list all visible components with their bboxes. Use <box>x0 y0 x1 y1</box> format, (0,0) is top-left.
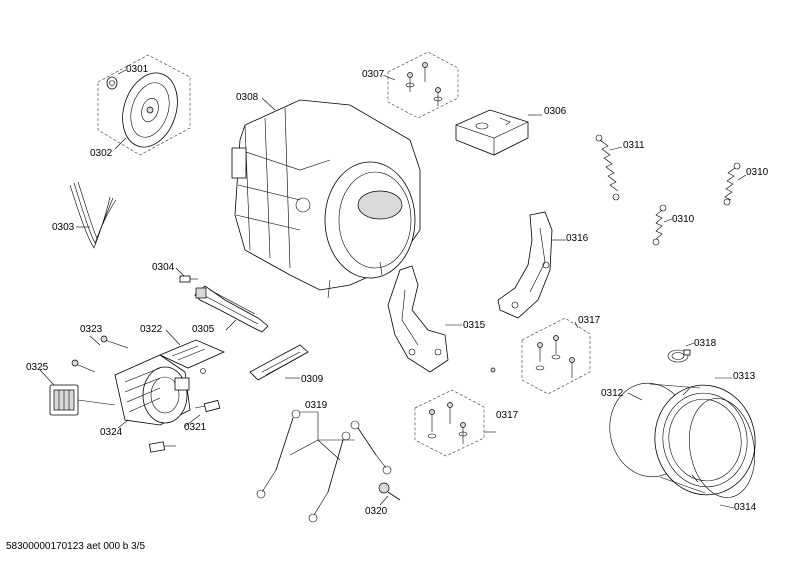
fastener-group-bottom <box>414 389 485 457</box>
label-0303: 0303 <box>52 222 75 233</box>
drive-belt <box>69 181 117 249</box>
drum-tub <box>231 99 421 299</box>
shock-absorber-2 <box>308 431 351 523</box>
label-0301: 0301 <box>126 64 149 75</box>
heating-element <box>194 285 269 333</box>
shock-absorber-3 <box>350 420 392 475</box>
label-0309: 0309 <box>301 374 324 385</box>
label-0312: 0312 <box>601 388 624 399</box>
spring-0311 <box>595 134 620 201</box>
spring-0310-right <box>723 162 741 206</box>
bracket-0316 <box>497 211 553 319</box>
screws-0323 <box>71 335 129 373</box>
label-0319: 0319 <box>305 400 328 411</box>
label-sheet <box>159 339 225 374</box>
door-seal <box>609 382 756 498</box>
bolt-0320 <box>378 482 401 501</box>
label-0304: 0304 <box>152 262 175 273</box>
label-0317-bottom: 0317 <box>496 410 519 421</box>
clamp-0318 <box>667 349 691 363</box>
label-0306: 0306 <box>544 106 567 117</box>
label-0316: 0316 <box>566 233 589 244</box>
footer-document-id: 58300000170123 aet 000 b 3/5 <box>6 541 146 552</box>
spring-0310-left <box>652 204 667 246</box>
shock-absorber-1 <box>256 409 301 499</box>
pressure-strip <box>249 344 309 381</box>
label-0324: 0324 <box>100 427 123 438</box>
small-parts-0321 <box>148 399 221 453</box>
label-0321: 0321 <box>184 422 207 433</box>
label-0323: 0323 <box>80 324 103 335</box>
screw-0304 <box>179 275 198 283</box>
label-0310-left: 0310 <box>672 214 695 225</box>
fastener-group-top <box>387 51 459 119</box>
label-0305: 0305 <box>192 324 215 335</box>
label-0314: 0314 <box>734 502 757 513</box>
label-0313: 0313 <box>733 371 756 382</box>
label-0322: 0322 <box>140 324 163 335</box>
label-0307: 0307 <box>362 69 385 80</box>
label-0310-right: 0310 <box>746 167 769 178</box>
label-0302: 0302 <box>90 148 113 159</box>
pulley-group <box>97 54 191 156</box>
connector-0325 <box>49 384 79 416</box>
label-0317-right: 0317 <box>578 315 601 326</box>
label-0308: 0308 <box>236 92 259 103</box>
label-0315: 0315 <box>463 320 486 331</box>
fastener-group-right <box>521 317 591 395</box>
motor <box>114 354 191 426</box>
bracket-0315 <box>387 265 449 373</box>
label-0318: 0318 <box>694 338 717 349</box>
cover-block <box>455 109 529 156</box>
label-0325: 0325 <box>26 362 49 373</box>
label-0320: 0320 <box>365 506 388 517</box>
label-0311: 0311 <box>623 140 645 151</box>
shock-absorbers <box>256 409 392 523</box>
small-nut <box>490 367 496 373</box>
